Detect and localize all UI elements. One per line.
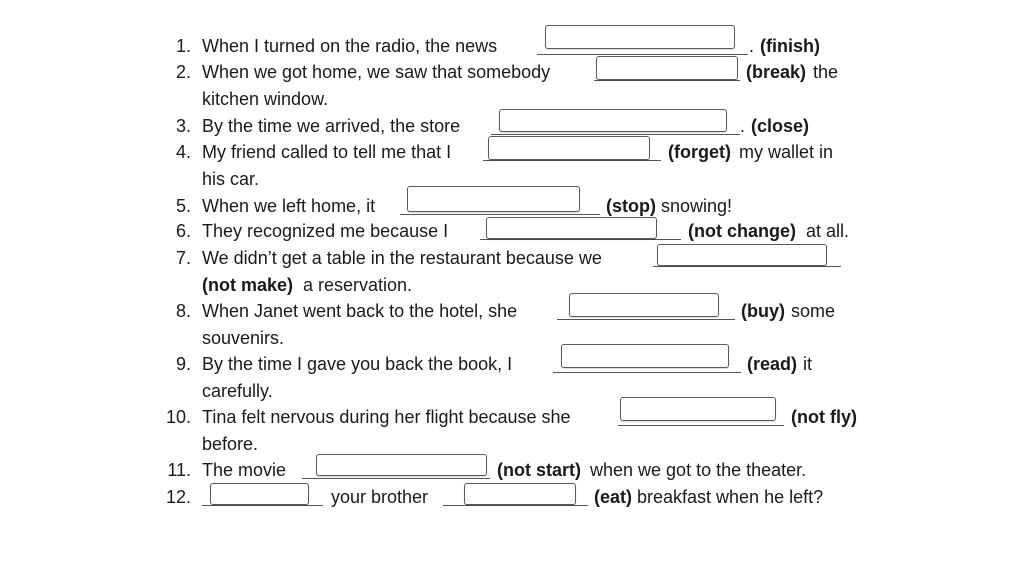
item-text-after: when we got to the theater. <box>590 460 807 480</box>
item-text-after: some <box>791 301 836 321</box>
verb-hint: (stop) <box>606 196 656 216</box>
answer-underline <box>480 239 681 240</box>
item-number: 11. <box>167 460 191 480</box>
item-text-after: my wallet in <box>739 142 834 162</box>
answer-box-9[interactable] <box>561 344 729 368</box>
item-text: When I turned on the radio, the news <box>202 36 498 56</box>
answer-underline <box>483 160 661 161</box>
item-text-continued: before. <box>202 434 259 454</box>
item-text-after: at all. <box>806 221 850 241</box>
answer-box-7[interactable] <box>657 244 827 266</box>
item-text: Tina felt nervous during her flight beca… <box>202 407 571 427</box>
item-number: 2. <box>175 62 191 82</box>
item-number: 5. <box>175 196 191 216</box>
answer-underline <box>553 372 741 373</box>
item-text: When we got home, we saw that somebody <box>202 62 551 82</box>
verb-hint: (not start) <box>497 460 581 480</box>
answer-underline <box>594 80 740 81</box>
item-text: your brother <box>331 487 429 507</box>
item-number: 7. <box>175 248 191 268</box>
item-text: My friend called to tell me that I <box>202 142 452 162</box>
answer-underline <box>302 478 490 479</box>
verb-hint: (not change) <box>688 221 796 241</box>
answer-box-6[interactable] <box>486 217 657 239</box>
answer-box-11[interactable] <box>316 454 487 476</box>
item-text: By the time we arrived, the store <box>202 116 461 136</box>
answer-box-4[interactable] <box>488 136 650 160</box>
answer-box-10[interactable] <box>620 397 776 421</box>
item-number: 3. <box>175 116 191 136</box>
item-text-after: snowing! <box>661 196 733 216</box>
answer-underline <box>491 134 740 135</box>
answer-box-12b[interactable] <box>464 483 576 505</box>
answer-underline <box>618 425 784 426</box>
verb-hint: (break) <box>746 62 807 82</box>
item-number: 12. <box>165 487 191 507</box>
answer-underline <box>557 319 735 320</box>
item-number: 9. <box>175 354 191 374</box>
item-number: 6. <box>175 221 191 241</box>
item-text: When Janet went back to the hotel, she <box>202 301 518 321</box>
verb-hint: (not make) <box>202 275 294 295</box>
item-number: 1. <box>175 36 191 56</box>
answer-box-2[interactable] <box>596 56 738 80</box>
item-number: 4. <box>175 142 191 162</box>
item-number: 8. <box>175 301 191 321</box>
item-text-continued: his car. <box>202 169 260 189</box>
answer-underline <box>400 214 600 215</box>
item-text-after: breakfast when he left? <box>637 487 824 507</box>
verb-hint: (not fly) <box>791 407 857 427</box>
verb-hint: (finish) <box>760 36 820 56</box>
item-text-continued: souvenirs. <box>202 328 285 348</box>
answer-box-1[interactable] <box>545 25 735 49</box>
answer-box-3[interactable] <box>499 109 727 132</box>
item-text: The movie <box>202 460 287 480</box>
item-text-after: the <box>813 62 839 82</box>
item-punctuation: . <box>740 116 746 136</box>
item-text-after: it <box>803 354 812 374</box>
verb-hint: (close) <box>751 116 810 136</box>
answer-box-8[interactable] <box>569 293 719 317</box>
item-number: 10. <box>165 407 191 427</box>
item-text: They recognized me because I <box>202 221 449 241</box>
item-text-continued: carefully. <box>202 381 273 401</box>
answer-box-5[interactable] <box>407 186 580 212</box>
item-text: We didn’t get a table in the restaurant … <box>202 248 602 268</box>
item-punctuation: . <box>749 36 755 56</box>
item-text-continued: kitchen window. <box>202 89 329 109</box>
verb-hint: (forget) <box>668 142 731 162</box>
item-text: When we left home, it <box>202 196 376 216</box>
answer-underline <box>202 505 323 506</box>
item-text-continued: a reservation. <box>303 275 413 295</box>
answer-underline <box>653 266 841 267</box>
item-text: By the time I gave you back the book, I <box>202 354 513 374</box>
verb-hint: (buy) <box>741 301 785 321</box>
answer-underline <box>443 505 588 506</box>
verb-hint: (read) <box>747 354 798 374</box>
verb-hint: (eat) <box>594 487 633 507</box>
answer-box-12a[interactable] <box>210 483 309 505</box>
answer-underline <box>537 54 748 55</box>
